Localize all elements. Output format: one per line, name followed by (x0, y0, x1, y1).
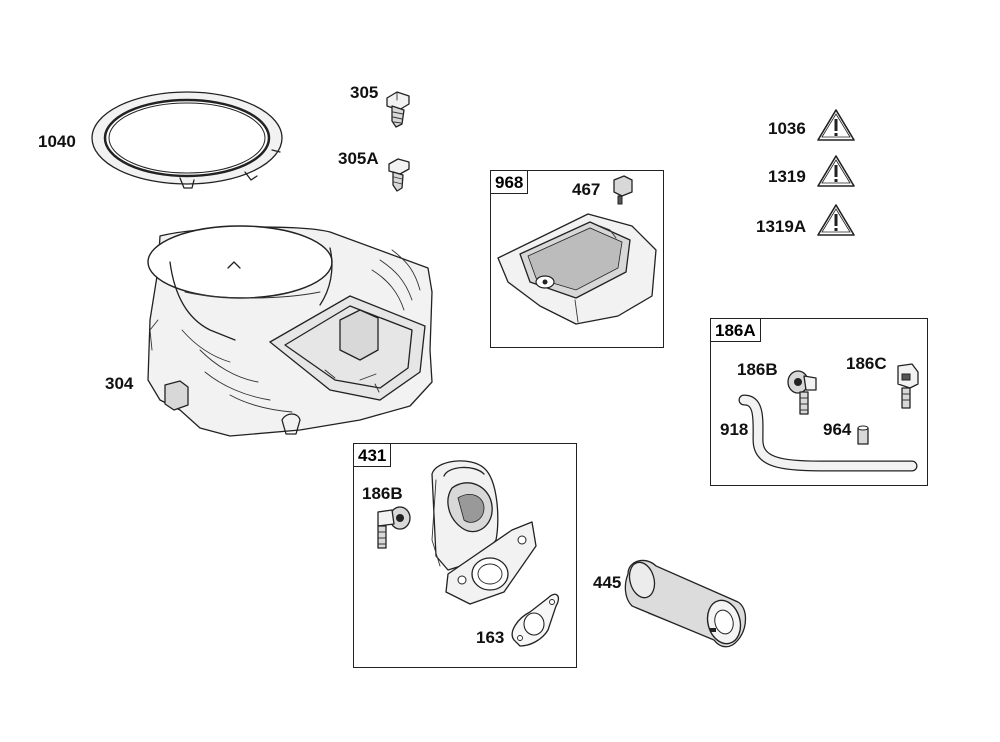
box-label-968: 968 (491, 171, 529, 194)
warning-triangle-icon (817, 109, 855, 141)
box-label-431: 431 (354, 444, 392, 467)
part-label-964: 964 (823, 420, 852, 439)
part-label-304: 304 (105, 374, 134, 393)
part-label-1040: 1040 (38, 132, 76, 151)
part-label-467: 467 (572, 180, 601, 199)
part-label-1319a: 1319A (756, 217, 807, 236)
warning-triangle-icon (817, 155, 855, 187)
part-label-163: 163 (476, 628, 505, 647)
callout-box-186a: 186A (710, 318, 928, 486)
warning-triangle-icon (817, 204, 855, 236)
callout-box-968: 968 (490, 170, 664, 348)
fitting-186b-part (787, 370, 817, 415)
ring-screen-part (91, 91, 283, 189)
gasket-163-part (511, 593, 560, 647)
fitting-186c-part (897, 363, 919, 409)
part-label-186b-top: 186B (737, 360, 778, 379)
hose-918-part (738, 394, 918, 472)
spacer-964-part (857, 425, 869, 445)
part-label-918: 918 (720, 420, 749, 439)
part-label-1036: 1036 (768, 119, 806, 138)
part-label-186b-bottom: 186B (362, 484, 403, 503)
clip-467-part (613, 175, 633, 205)
part-label-1319: 1319 (768, 167, 806, 186)
filter-cartridge-part (624, 559, 747, 648)
screw-305-part (386, 91, 410, 128)
callout-box-431: 431 (353, 443, 577, 668)
part-label-186c: 186C (846, 354, 887, 373)
blower-housing-part (147, 225, 433, 437)
air-cleaner-base-part (431, 460, 537, 605)
box-label-186a: 186A (711, 319, 761, 342)
fitting-186b-lower-part (377, 506, 411, 549)
part-label-305: 305 (350, 83, 379, 102)
part-label-305a: 305A (338, 149, 379, 168)
part-label-445: 445 (593, 573, 622, 592)
screw-305a-part (388, 158, 410, 192)
air-cleaner-cover-part (497, 213, 657, 325)
